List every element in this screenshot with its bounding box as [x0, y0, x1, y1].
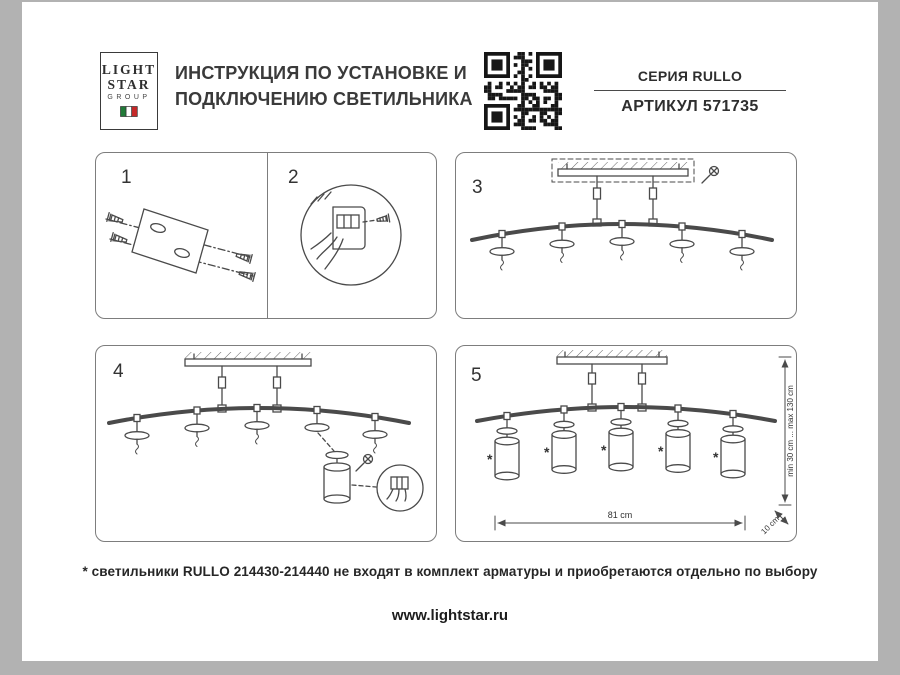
detail-circle [300, 184, 402, 286]
dimension-width: 81 cm [494, 510, 746, 531]
lamp-holder [609, 219, 635, 261]
lamp-with-shade [608, 402, 634, 472]
step-number-3: 3 [472, 177, 483, 198]
lamp-with-shade [665, 404, 691, 473]
connector-detail [376, 464, 424, 512]
dimension-width-label: 81 cm [608, 510, 633, 520]
lamp-holder [549, 222, 575, 263]
ceiling-hatch [185, 352, 311, 359]
logo-line3: GROUP [107, 94, 151, 101]
screw-icon [238, 271, 256, 282]
series-article-block: СЕРИЯ RULLO АРТИКУЛ 571735 [592, 68, 788, 116]
wall-hatch [310, 191, 332, 205]
asterisk-marker: * [713, 449, 719, 465]
wire [310, 232, 332, 250]
series-label: СЕРИЯ RULLO [637, 68, 743, 84]
logo-line2: STAR [107, 77, 151, 92]
italy-flag-icon [120, 106, 138, 117]
step-number-2: 2 [288, 167, 299, 188]
dimension-height-label: min 30 cm ... max 130 cm [786, 385, 795, 477]
lamp-with-shade [494, 411, 520, 481]
screw-icon [701, 165, 720, 184]
screw-icon [235, 253, 253, 264]
step2-drawing [300, 184, 402, 286]
panel-divider [267, 153, 269, 318]
lamp-holder [489, 229, 515, 271]
suspension-rod [637, 363, 647, 412]
suspension-rod [648, 175, 658, 227]
lamp-holder [304, 405, 330, 432]
step-number-5: 5 [471, 365, 482, 386]
mounting-bracket [131, 208, 209, 274]
wire [316, 236, 338, 260]
leader-line [351, 484, 377, 488]
lamp-holder [362, 412, 388, 454]
lamp-holder [184, 406, 210, 447]
document-page: LIGHT STAR GROUP ИНСТРУКЦИЯ ПО УСТАНОВКЕ… [22, 2, 878, 661]
dimension-height: min 30 cm ... max 130 cm [778, 356, 795, 506]
qr-code [484, 52, 562, 130]
lamp-holder [244, 403, 270, 445]
ceiling-plate [184, 358, 312, 367]
shade-cylinder [323, 450, 351, 504]
page-title: ИНСТРУКЦИЯ ПО УСТАНОВКЕ И ПОДКЛЮЧЕНИЮ СВ… [175, 60, 473, 112]
screw-icon [376, 213, 391, 223]
dimension-drop: 10 cm [759, 510, 789, 536]
ceiling-plate [557, 168, 689, 177]
lamp-with-shade [720, 409, 746, 479]
lamp-with-shade [551, 405, 577, 474]
step1-drawing [105, 208, 256, 282]
lightstar-logo: LIGHT STAR GROUP [100, 52, 158, 130]
asterisk-marker: * [487, 451, 493, 467]
panel-step-5: 5 [455, 345, 797, 542]
ceiling-plate [556, 356, 668, 365]
suspension-rod [272, 365, 282, 413]
lamp-holder [124, 413, 150, 455]
suspension-rod [592, 175, 602, 227]
screw-icon [355, 453, 374, 472]
axis-line [362, 219, 378, 223]
wire [324, 238, 344, 270]
suspension-rod [587, 363, 597, 412]
panel-steps-1-2: 1 2 [95, 152, 437, 319]
logo-line1: LIGHT [101, 62, 157, 77]
series-divider [594, 90, 786, 91]
footnote-text: * светильники RULLO 214430-214440 не вхо… [82, 564, 818, 579]
screw-icon [106, 212, 124, 223]
panel-step-3: 3 [455, 152, 797, 319]
mounting-outline [551, 158, 695, 183]
article-number: АРТИКУЛ 571735 [621, 98, 759, 115]
terminal-block [336, 214, 360, 229]
lamp-holder [729, 229, 755, 271]
lamp-holder [669, 222, 695, 263]
title-line1: ИНСТРУКЦИЯ ПО УСТАНОВКЕ И [175, 63, 467, 83]
screw-icon [110, 232, 128, 243]
dimension-drop-label: 10 cm [759, 514, 781, 536]
panel-step-4: 4 [95, 345, 437, 542]
asterisk-marker: * [544, 444, 550, 460]
title-line2: ПОДКЛЮЧЕНИЮ СВЕТИЛЬНИКА [175, 89, 473, 109]
leader-line [317, 432, 335, 452]
asterisk-marker: * [601, 442, 607, 458]
step-number-1: 1 [121, 167, 132, 188]
ceiling-hatch [557, 350, 667, 357]
website-url: www.lightstar.ru [391, 607, 509, 624]
asterisk-marker: * [658, 443, 664, 459]
step-number-4: 4 [113, 361, 124, 382]
suspension-rod [217, 365, 227, 413]
step4-drawing [107, 352, 424, 512]
ceiling-hatch [558, 162, 688, 169]
step5-drawing: * * * * * min 30 cm ... max 130 cm 10 cm [475, 350, 795, 536]
step3-drawing [470, 158, 774, 271]
